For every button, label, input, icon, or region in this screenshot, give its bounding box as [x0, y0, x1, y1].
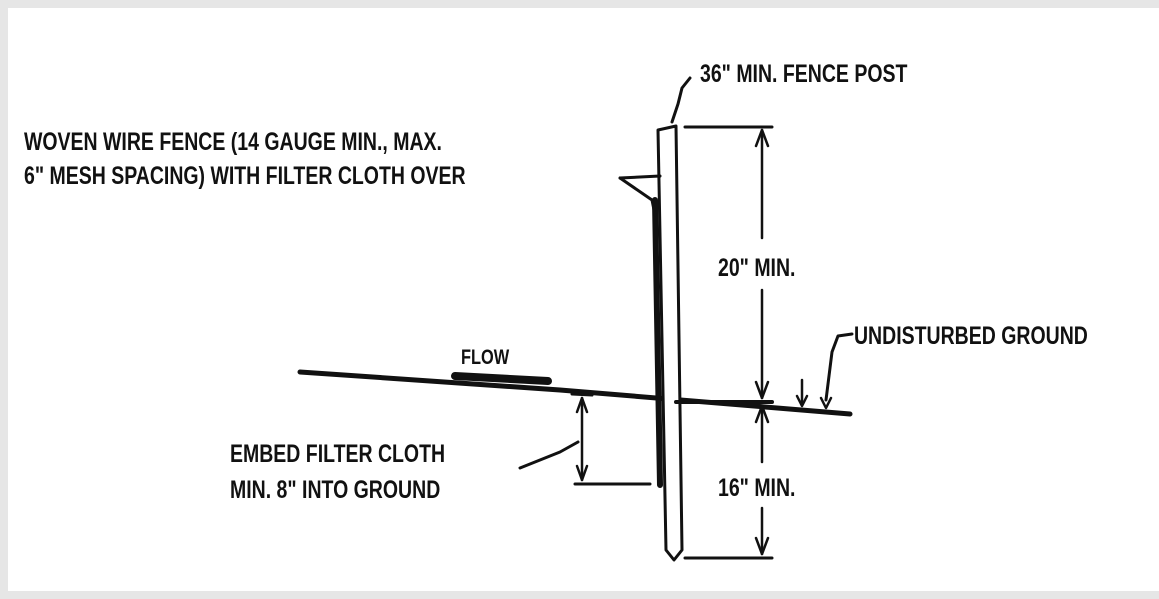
flow-label: FLOW [461, 345, 509, 368]
fence-label-line2: 6" MESH SPACING) WITH FILTER CLOTH OVER [24, 162, 466, 190]
embed-dim-arrow-top [575, 396, 589, 414]
ground-arrow-1-head [795, 394, 809, 408]
drawing-frame [8, 8, 1159, 591]
fence-label-line1: WOVEN WIRE FENCE (14 GAUGE MIN., MAX. [24, 128, 442, 156]
dim-16-arrow-bottom [754, 536, 770, 556]
undisturbed-ground-label: UNDISTURBED GROUND [854, 322, 1088, 350]
ground-callout-leader [824, 332, 854, 402]
post-callout-leader [670, 76, 692, 124]
fence-callout-leader [618, 174, 662, 217]
embed-label-line2: MIN. 8" INTO GROUND [230, 476, 440, 504]
embed-dim-arrow-bottom [575, 464, 589, 482]
filter-cloth-band [652, 197, 663, 488]
ground-arrow-2-head [819, 396, 833, 410]
embed-top-line [570, 392, 594, 397]
embed-callout-leader [518, 440, 580, 470]
dim-20-arrow-bottom [754, 380, 770, 400]
embed-label-line1: EMBED FILTER CLOTH [230, 440, 445, 468]
ground-line [297, 369, 853, 417]
fence-post [656, 124, 684, 562]
dim-20-arrow-top [754, 128, 770, 148]
above-ground-dimension-label: 20" MIN. [718, 254, 795, 282]
flow-arrow [451, 372, 552, 385]
dim-16-arrow-top [754, 404, 770, 424]
fence-post-label: 36" MIN. FENCE POST [700, 60, 908, 88]
below-ground-dimension-label: 16" MIN. [718, 474, 795, 502]
